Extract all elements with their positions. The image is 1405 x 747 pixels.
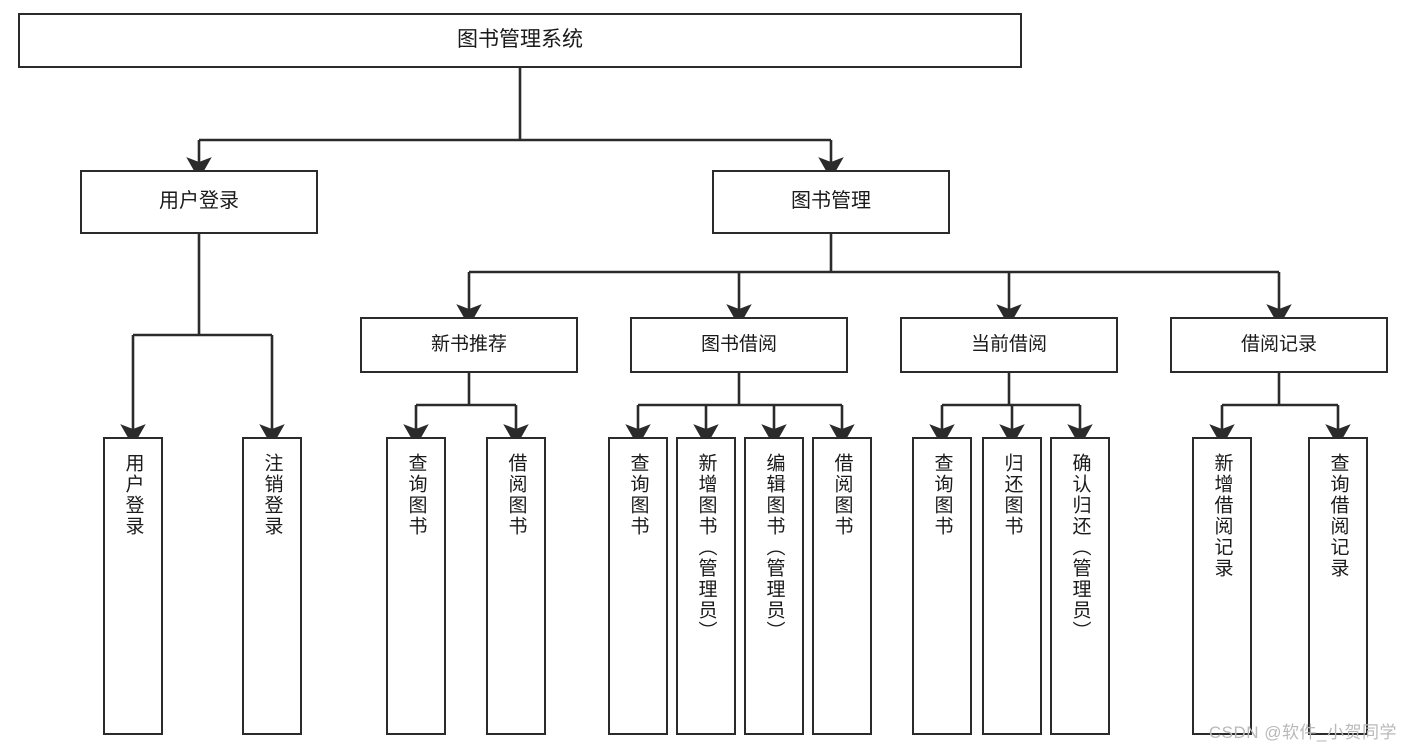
node-label: 图书管理 [791,190,871,213]
node-leaf-query-book-cur[interactable]: 查询图书 [912,437,972,735]
node-label: 编辑图书（管理员） [763,453,785,642]
node-label: 归还图书 [1001,453,1023,537]
node-new-book-recommend[interactable]: 新书推荐 [360,317,578,373]
node-current-borrow[interactable]: 当前借阅 [900,317,1118,373]
node-label: 注销登录 [261,453,283,537]
node-label: 新增图书（管理员） [695,453,717,642]
node-leaf-add-record[interactable]: 新增借阅记录 [1192,437,1252,735]
node-label: 查询图书 [405,453,427,537]
node-user-login[interactable]: 用户登录 [80,170,318,234]
node-borrow-record[interactable]: 借阅记录 [1170,317,1388,373]
node-label: 当前借阅 [970,333,1047,355]
node-label: 查询图书 [627,453,649,537]
node-label: 借阅图书 [831,453,853,537]
node-leaf-user-logout[interactable]: 注销登录 [242,437,302,735]
node-label: 确认归还（管理员） [1069,453,1091,642]
node-leaf-query-book-rec[interactable]: 查询图书 [386,437,446,735]
node-leaf-query-record[interactable]: 查询借阅记录 [1308,437,1368,735]
watermark-text: CSDN @软件_小贺同学 [1208,723,1397,742]
node-label: 图书管理系统 [457,28,583,52]
node-root-图书管理系统[interactable]: 图书管理系统 [18,13,1022,68]
node-label: 查询图书 [931,453,953,537]
node-leaf-edit-book[interactable]: 编辑图书（管理员） [744,437,804,735]
node-label: 新增借阅记录 [1211,453,1233,579]
node-label: 用户登录 [122,453,144,537]
node-leaf-add-book[interactable]: 新增图书（管理员） [676,437,736,735]
node-label: 借阅记录 [1240,333,1317,355]
node-label: 图书借阅 [700,333,777,355]
node-leaf-borrow-book-rec[interactable]: 借阅图书 [486,437,546,735]
node-label: 用户登录 [159,190,239,213]
node-leaf-confirm-return[interactable]: 确认归还（管理员） [1050,437,1110,735]
node-leaf-query-book-bor[interactable]: 查询图书 [608,437,668,735]
node-label: 查询借阅记录 [1327,453,1349,579]
node-label: 新书推荐 [430,333,507,355]
node-label: 借阅图书 [505,453,527,537]
node-leaf-borrow-book-bor[interactable]: 借阅图书 [812,437,872,735]
node-leaf-user-login[interactable]: 用户登录 [103,437,163,735]
node-leaf-return-book[interactable]: 归还图书 [982,437,1042,735]
node-book-borrow[interactable]: 图书借阅 [630,317,848,373]
node-book-manage[interactable]: 图书管理 [712,170,950,234]
